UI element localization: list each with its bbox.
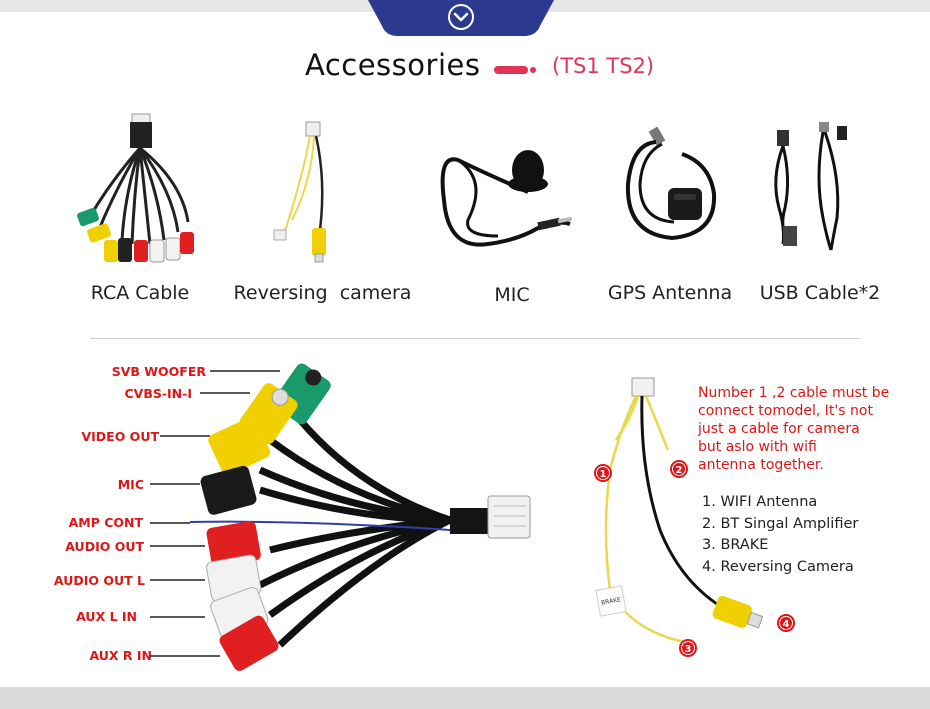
usb-cable-icon — [774, 122, 847, 251]
svg-text:1: 1 — [600, 469, 607, 480]
pin-label-amp-cont: AMP CONT — [68, 515, 143, 530]
section-header: Accessories (TS1 TS2) — [0, 44, 930, 88]
accessory-label-mic: MIC — [494, 284, 530, 306]
bottom-band — [0, 687, 930, 709]
rca-harness-diagram — [150, 363, 531, 671]
accessory-label-gps-antenna: GPS Antenna — [607, 282, 733, 304]
section-subtitle: (TS1 TS2) — [552, 54, 655, 78]
pin-label-svb-woofer: SVB WOOFER — [111, 364, 206, 379]
accessory-label-usb-cable: USB Cable*2 — [759, 282, 881, 304]
collapse-tab[interactable] — [368, 0, 554, 36]
marker-4: 4 — [777, 614, 795, 632]
function-item: 3. BRAKE — [702, 537, 769, 553]
title-accent-bar — [494, 66, 536, 74]
gps-antenna-icon — [625, 126, 717, 241]
function-item: 1. WIFI Antenna — [702, 494, 818, 510]
pin-label-video-out: VIDEO OUT — [81, 429, 159, 444]
function-item: 4. Reversing Camera — [702, 558, 854, 575]
brake-tag-text: BRAKE — [601, 596, 622, 606]
section-title: Accessories — [305, 48, 481, 82]
pin-label-audio-out: AUDIO OUT — [65, 539, 144, 554]
microphone-icon — [440, 150, 573, 247]
rca-cable-icon — [77, 113, 194, 263]
marker-2: 2 — [670, 460, 688, 478]
svg-text:3: 3 — [685, 644, 692, 655]
accessory-label-rca-cable: RCA Cable — [90, 282, 190, 304]
reversing-camera-cable-icon — [273, 121, 326, 263]
pin-label-cvbs-in: CVBS-IN-I — [124, 386, 192, 401]
chevron-down-icon[interactable] — [446, 2, 476, 32]
accessory-label-reversing-camera: Reversing camera — [233, 282, 412, 304]
pin-label-aux-r-in: AUX R IN — [89, 648, 152, 663]
function-item: 2. BT Singal Amplifier — [702, 515, 859, 532]
camera-cable-diagram: BRAKE — [595, 377, 764, 644]
pin-label-aux-l-in: AUX L IN — [76, 609, 137, 624]
camera-cable-note: Number 1 ,2 cable must be connect tomode… — [698, 385, 890, 473]
marker-3: 3 — [679, 639, 697, 657]
section-divider — [90, 338, 860, 339]
marker-1: 1 — [594, 464, 612, 482]
pin-label-audio-out-l: AUDIO OUT L — [53, 573, 145, 588]
pin-label-mic: MIC — [117, 477, 144, 492]
svg-text:2: 2 — [676, 465, 683, 476]
svg-text:4: 4 — [783, 619, 790, 630]
camera-cable-function-list: 1. WIFI Antenna 2. BT Singal Amplifier 3… — [702, 492, 858, 578]
